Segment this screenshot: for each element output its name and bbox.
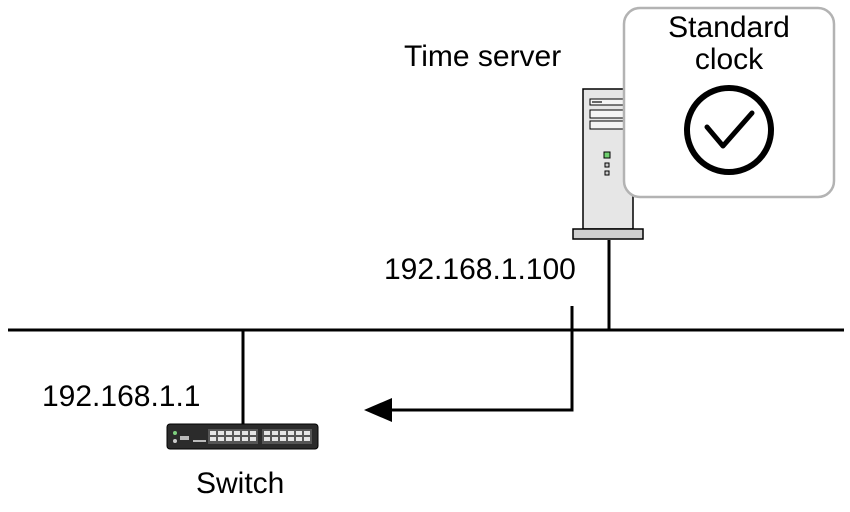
- switch-port: [210, 437, 216, 441]
- switch-port: [288, 437, 294, 441]
- switch-label: Switch: [196, 467, 285, 500]
- switch-port: [250, 431, 256, 435]
- switch-port: [242, 437, 248, 441]
- switch-port: [280, 431, 286, 435]
- switch-port: [242, 431, 248, 435]
- switch-port: [218, 431, 224, 435]
- switch-port: [296, 431, 302, 435]
- switch-port: [226, 437, 232, 441]
- switch-port: [210, 431, 216, 435]
- switch-port: [264, 431, 270, 435]
- time-server-label: Time server: [404, 40, 562, 73]
- switch-port: [304, 437, 310, 441]
- switch-ip-address-label: 192.168.1.1: [42, 380, 201, 413]
- switch-port: [272, 431, 278, 435]
- sync-arrow: [378, 306, 574, 412]
- switch-port: [272, 437, 278, 441]
- checkmark-clock-icon: [684, 85, 774, 175]
- server-ip-address-label: 192.168.1.100: [384, 253, 576, 286]
- standard-clock-title-line2: clock: [694, 43, 764, 76]
- switch-port: [296, 437, 302, 441]
- switch-port: [264, 437, 270, 441]
- switch-port: [288, 431, 294, 435]
- switch-port: [280, 437, 286, 441]
- network-switch-icon: [166, 423, 319, 450]
- standard-clock-title: Standard clock: [624, 12, 834, 76]
- standard-clock-title-line1: Standard: [668, 11, 790, 44]
- switch-port: [304, 431, 310, 435]
- tower-server-icon: [572, 88, 644, 240]
- sync-arrowhead: [364, 398, 392, 422]
- switch-port: [250, 437, 256, 441]
- switch-port: [234, 431, 240, 435]
- switch-port: [226, 431, 232, 435]
- switch-port: [234, 437, 240, 441]
- switch-port: [218, 437, 224, 441]
